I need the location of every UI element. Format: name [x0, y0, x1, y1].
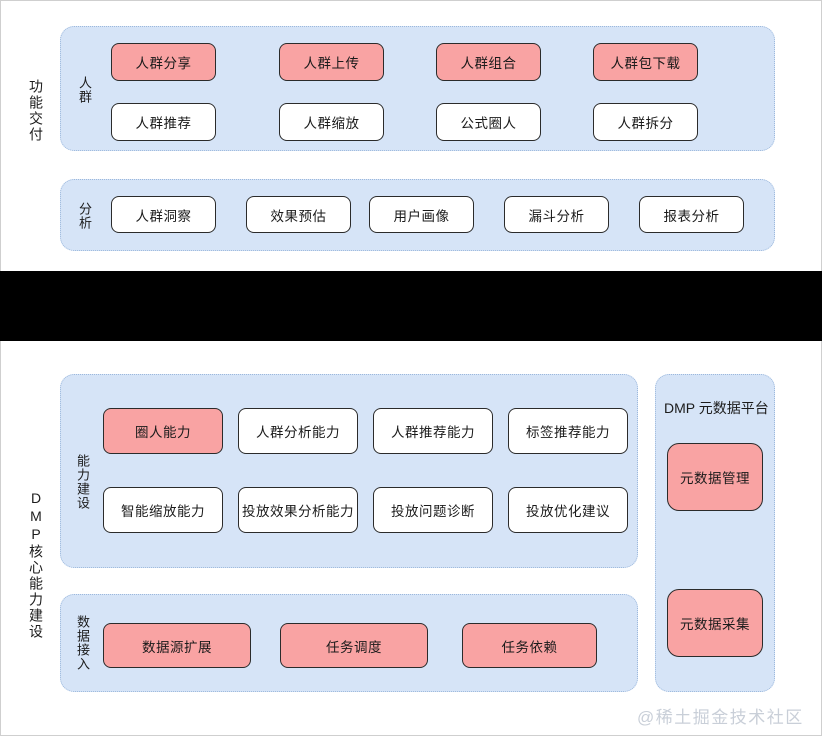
chip-crowd-scale[interactable]: 人群缩放 — [279, 103, 384, 141]
chip-funnel-analysis[interactable]: 漏斗分析 — [504, 196, 609, 233]
chip-delivery-issue-diagnosis[interactable]: 投放问题诊断 — [373, 487, 493, 533]
chip-crowd-recommend-capability[interactable]: 人群推荐能力 — [373, 408, 493, 454]
chip-user-profile[interactable]: 用户画像 — [369, 196, 474, 233]
black-separator-band — [0, 271, 822, 341]
chip-task-dependency[interactable]: 任务依赖 — [462, 623, 597, 668]
chip-formula-select[interactable]: 公式圈人 — [436, 103, 541, 141]
chip-task-scheduling[interactable]: 任务调度 — [280, 623, 428, 668]
chip-effect-forecast[interactable]: 效果预估 — [246, 196, 351, 233]
chip-crowd-insight[interactable]: 人群洞察 — [111, 196, 216, 233]
chip-datasource-extension[interactable]: 数据源扩展 — [103, 623, 251, 668]
chip-crowd-share[interactable]: 人群分享 — [111, 43, 216, 81]
rail-label-delivery: 功能交付 — [28, 79, 44, 143]
chip-delivery-optimization-advice[interactable]: 投放优化建议 — [508, 487, 628, 533]
chip-report-analysis[interactable]: 报表分析 — [639, 196, 744, 233]
panel-capability-label: 能力建设 — [75, 454, 90, 510]
chip-crowd-analysis-capability[interactable]: 人群分析能力 — [238, 408, 358, 454]
chip-metadata-management[interactable]: 元数据管理 — [667, 443, 763, 511]
panel-crowd-label: 人群 — [77, 76, 92, 104]
watermark: @稀土掘金技术社区 — [637, 708, 804, 727]
panel-capability — [60, 374, 638, 568]
chip-crowd-package-download[interactable]: 人群包下载 — [593, 43, 698, 81]
chip-delivery-effect-analysis-capability[interactable]: 投放效果分析能力 — [238, 487, 358, 533]
panel-data-access-label: 数据接入 — [75, 615, 90, 671]
panel-analysis-label: 分析 — [77, 202, 92, 230]
chip-audience-selection-capability[interactable]: 圈人能力 — [103, 408, 223, 454]
chip-crowd-combine[interactable]: 人群组合 — [436, 43, 541, 81]
chip-metadata-collection[interactable]: 元数据采集 — [667, 589, 763, 657]
panel-metadata-platform-title: DMP 元数据平台 — [664, 400, 769, 416]
chip-crowd-upload[interactable]: 人群上传 — [279, 43, 384, 81]
chip-crowd-recommend[interactable]: 人群推荐 — [111, 103, 216, 141]
chip-smart-scaling-capability[interactable]: 智能缩放能力 — [103, 487, 223, 533]
chip-tag-recommend-capability[interactable]: 标签推荐能力 — [508, 408, 628, 454]
rail-label-core: DMP核心能力建设 — [28, 490, 44, 640]
chip-crowd-split[interactable]: 人群拆分 — [593, 103, 698, 141]
